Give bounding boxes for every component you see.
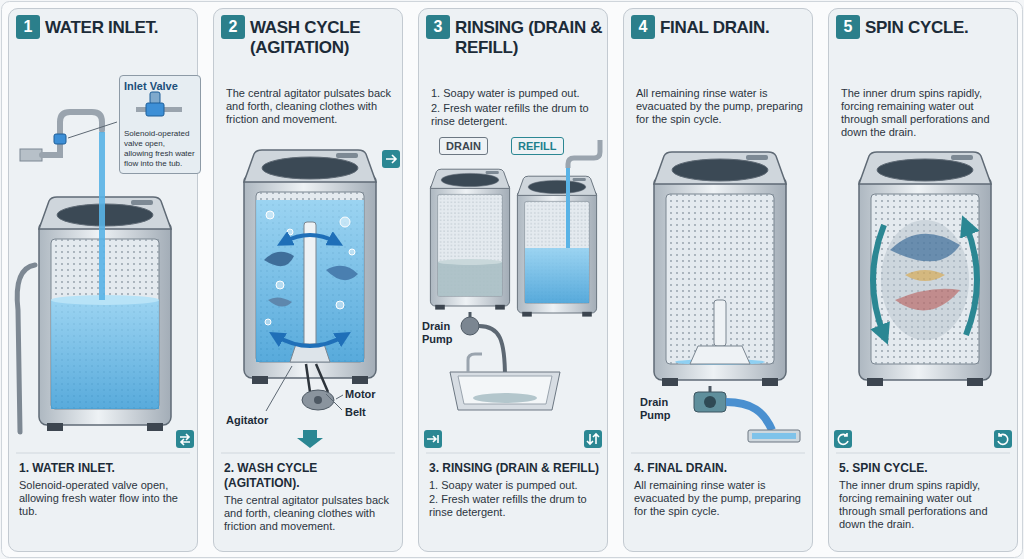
step-title: WATER INLET. [45, 18, 195, 38]
step-number-badge: 2 [221, 15, 245, 39]
step-caption-title: 4. FINAL DRAIN. [634, 461, 806, 476]
step-number: 2 [229, 18, 238, 36]
step-caption-body: The central agitator pulsates back and f… [224, 494, 396, 533]
rinsing-illustration [424, 140, 602, 448]
part-label: Agitator [226, 414, 268, 427]
step-description: The central agitator pulsates back and f… [226, 87, 394, 126]
step-title: RINSING (DRAIN & REFILL) [455, 18, 605, 58]
part-label: Drain Pump [640, 396, 680, 422]
step-description: All remaining rinse water is evacuated b… [636, 87, 804, 126]
step-description: The inner drum spins rapidly, forcing re… [841, 87, 1009, 139]
step-number-badge: 4 [631, 15, 655, 39]
step-caption-title: 1. WATER INLET. [19, 461, 191, 476]
step-panel: WASH CYCLE (AGITATION) The central agitat… [213, 8, 403, 552]
step-caption-body: 1. Soapy water is pumped out. [429, 479, 601, 492]
spin-cycle-illustration [834, 152, 1012, 448]
step-number: 5 [844, 18, 853, 36]
step-number: 1 [24, 18, 33, 36]
step-title: WASH CYCLE (AGITATION) [250, 18, 400, 58]
stage-tag: REFILL [511, 137, 564, 155]
step-caption-body: Solenoid-operated valve open, allowing f… [19, 479, 191, 518]
step-number: 3 [434, 18, 443, 36]
callout-text: Solenoid-operated valve open, allowing f… [124, 129, 196, 169]
step-number-badge: 1 [16, 15, 40, 39]
inlet-valve-icon [136, 92, 182, 116]
step-panel: SPIN CYCLE. The inner drum spins rapidly,… [828, 8, 1018, 552]
stage-tag: DRAIN [439, 137, 488, 155]
step-panel: WATER INLET. 1. WATER INLET. Solenoid-oper… [8, 8, 198, 552]
wash-cycle-illustration [244, 150, 400, 448]
step-description: 2. Fresh water refills the drum to rinse… [431, 102, 599, 128]
part-label: Drain Pump [422, 320, 458, 346]
step-description: 1. Soapy water is pumped out. [431, 87, 599, 100]
tag-label: REFILL [518, 139, 557, 153]
part-label: Motor [345, 388, 376, 401]
step-caption-body: All remaining rinse water is evacuated b… [634, 479, 806, 518]
callout-title: Inlet Valve [124, 80, 196, 93]
step-number-badge: 3 [426, 15, 450, 39]
step-panel: RINSING (DRAIN & REFILL) 1. Soapy water i… [418, 8, 608, 552]
callout-box: Inlet ValveSolenoid-operated valve open,… [119, 75, 201, 174]
part-label: Belt [345, 406, 366, 419]
step-title: SPIN CYCLE. [865, 18, 1015, 38]
step-caption-body: The inner drum spins rapidly, forcing re… [839, 479, 1011, 531]
step-panel: FINAL DRAIN. All remaining rinse water is… [623, 8, 813, 552]
step-title: FINAL DRAIN. [660, 18, 810, 38]
tag-label: DRAIN [446, 139, 481, 153]
step-caption-title: 5. SPIN CYCLE. [839, 461, 1011, 476]
step-number-badge: 5 [836, 15, 860, 39]
step-caption-title: 3. RINSING (DRAIN & REFILL) [429, 461, 601, 476]
final-drain-illustration [654, 152, 800, 442]
step-number: 4 [639, 18, 648, 36]
step-caption-title: 2. WASH CYCLE (AGITATION). [224, 461, 396, 491]
step-caption-body: 2. Fresh water refills the drum to rinse… [429, 493, 601, 519]
